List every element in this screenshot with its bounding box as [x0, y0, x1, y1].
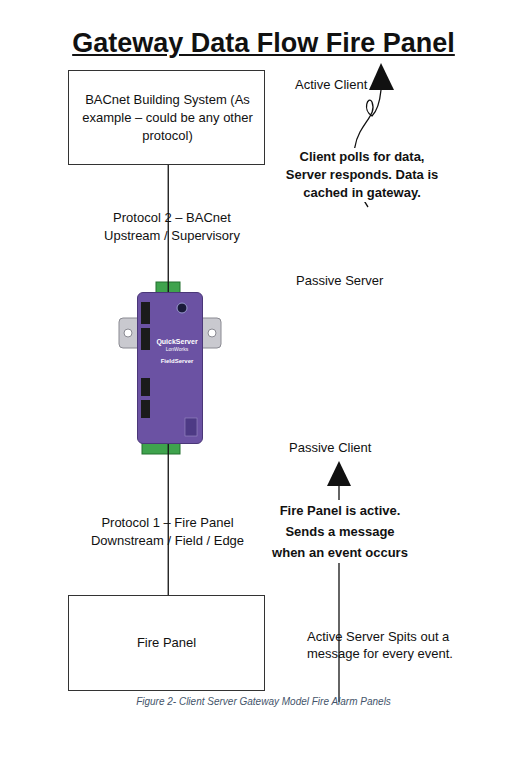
node-text: LonWorks	[152, 346, 202, 353]
protocol-label: Protocol 2 – BACnet Upstream / Superviso…	[88, 209, 256, 245]
dip-switch	[141, 378, 150, 396]
arrow-head	[327, 461, 351, 486]
role-label: Passive Client	[289, 439, 429, 456]
protocol-label: Protocol 1 – Fire Panel Downstream / Fie…	[70, 514, 265, 550]
dip-switch	[141, 328, 150, 350]
gateway-device: QuickServerLonWorksFieldServer	[137, 292, 203, 444]
role-label: Active Client	[295, 76, 435, 93]
panel-box: Fire Panel	[68, 595, 265, 691]
mounting-hole	[124, 329, 132, 337]
node-text: FieldServer	[152, 357, 202, 365]
diagram-title: Gateway Data Flow Fire Panel	[0, 26, 527, 60]
node-text: BACnet Building System (As example – cou…	[75, 91, 260, 145]
role-label: Passive Server	[296, 272, 436, 289]
node-text: QuickServer	[152, 337, 202, 346]
dip-switch	[141, 400, 150, 418]
node-text: Fire Panel	[69, 634, 264, 652]
role-label: Active Server Spits out a message for ev…	[307, 628, 475, 662]
led-panel	[185, 418, 197, 436]
service-button	[177, 303, 187, 313]
figure-caption: Figure 2- Client Server Gateway Model Fi…	[0, 695, 527, 708]
note-text: Client polls for data, Server responds. …	[278, 148, 446, 202]
arrow-head	[369, 63, 394, 90]
mounting-hole	[208, 329, 216, 337]
system-box: BACnet Building System (As example – cou…	[68, 70, 265, 165]
dip-switch	[141, 302, 150, 324]
note-text: Fire Panel is active. Sends a message wh…	[268, 500, 412, 563]
